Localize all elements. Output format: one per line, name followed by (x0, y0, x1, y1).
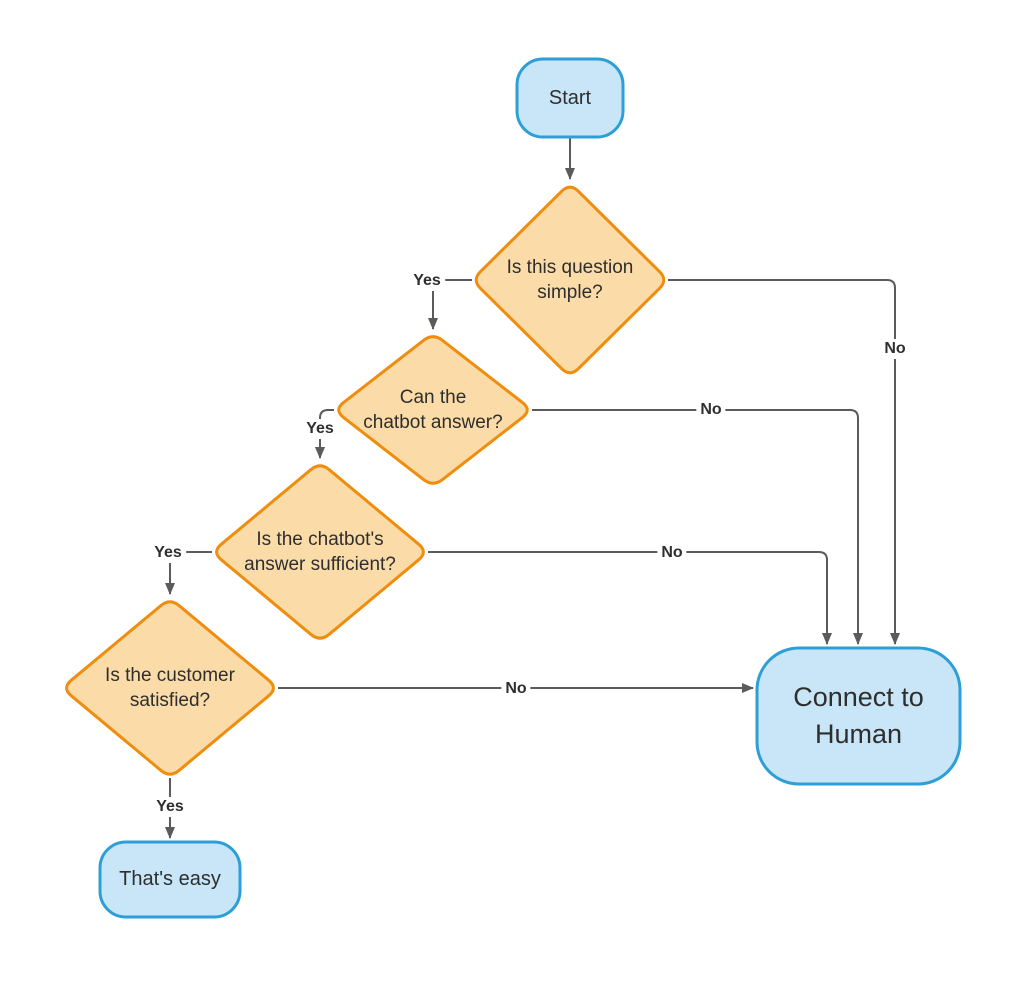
node-customer-satisfied-shape (65, 600, 275, 776)
node-answer-sufficient-shape (215, 464, 425, 640)
edge-question-simple-no (668, 279, 900, 645)
edge-label-customer-satisfied-no: No (501, 679, 531, 699)
node-thats-easy-shape (98, 840, 242, 919)
node-chatbot-answer-shape (337, 335, 529, 485)
edge-label-chatbot-answer-no: No (696, 400, 726, 420)
node-start-shape (515, 57, 625, 139)
node-connect-human-shape (755, 646, 962, 786)
edge-label-customer-satisfied-yes: Yes (152, 797, 188, 817)
edge-label-chatbot-answer-yes: Yes (302, 419, 338, 439)
edge-chatbot-answer-no (532, 409, 863, 645)
edge-chatbot-answer-yes (315, 409, 334, 459)
node-question-simple-shape (474, 185, 666, 375)
edge-label-answer-sufficient-no: No (657, 543, 687, 563)
edge-label-question-simple-yes: Yes (409, 271, 445, 291)
edge-label-question-simple-no: No (880, 339, 910, 359)
edge-answer-sufficient-no (428, 551, 832, 645)
edge-label-answer-sufficient-yes: Yes (150, 543, 186, 563)
